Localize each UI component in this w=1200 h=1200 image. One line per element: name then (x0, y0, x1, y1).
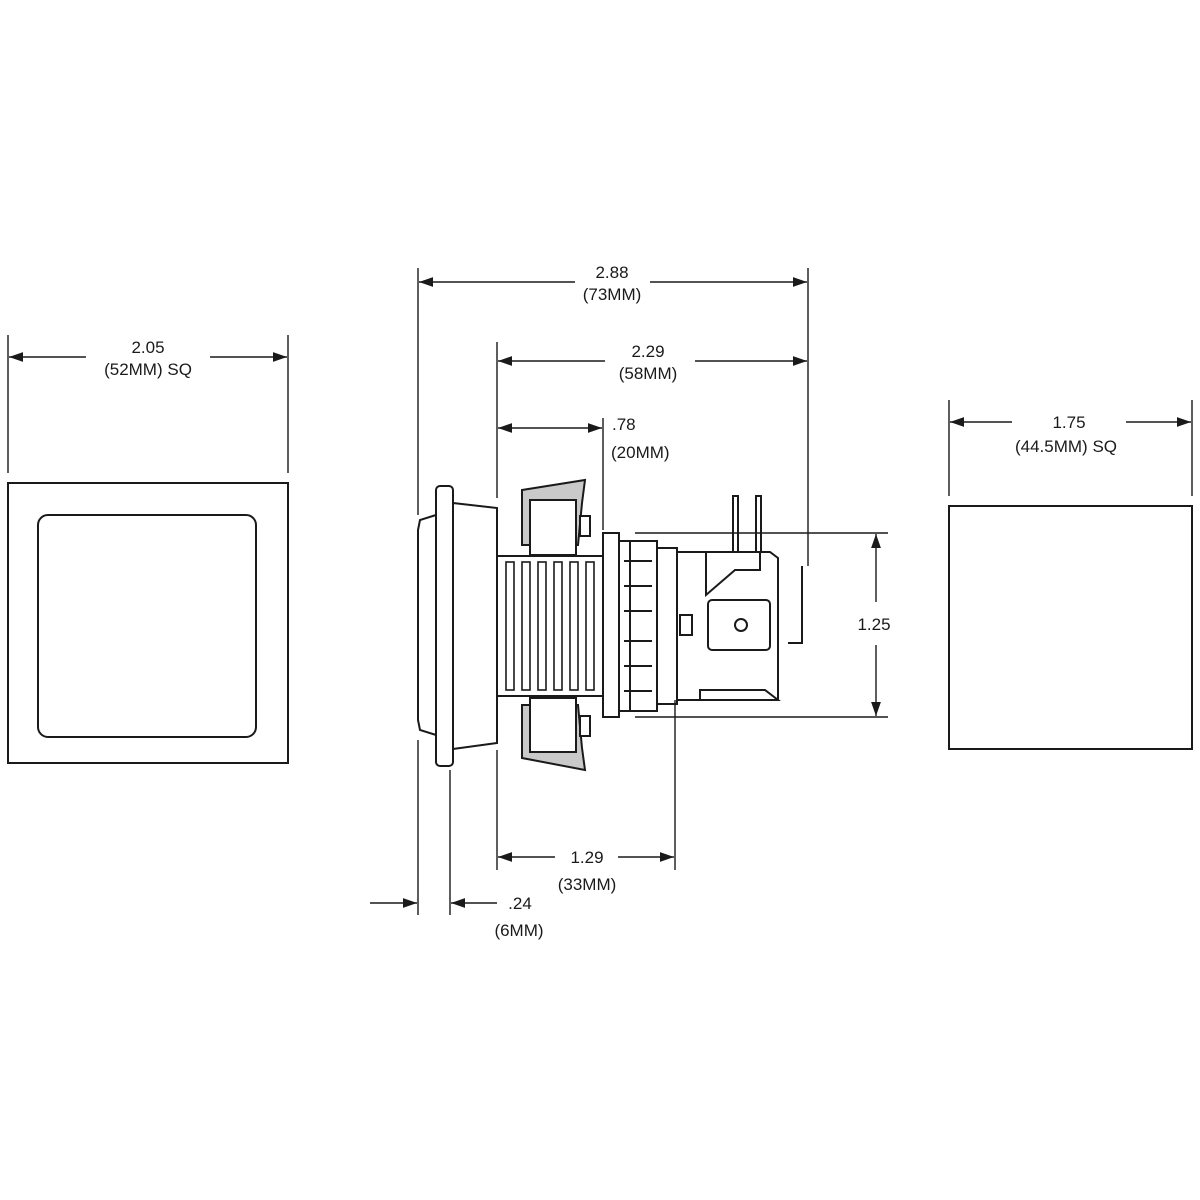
front-lens (37, 514, 257, 738)
retaining-washer (602, 532, 620, 718)
retaining-nut (618, 540, 658, 712)
bezel-flange (452, 501, 498, 751)
cap-ring (435, 485, 454, 767)
side-view (417, 478, 803, 772)
body-length-metric: (33MM) (558, 875, 617, 894)
lens-cap (417, 513, 437, 737)
switch-lever (699, 689, 781, 701)
bracket-inner-bottom (529, 697, 577, 753)
switch-height-dimension: 1.25 (635, 532, 891, 718)
terminal-pin-1 (732, 495, 739, 553)
cutout-width-value: 1.75 (1052, 413, 1085, 432)
bezel-depth-value: .78 (612, 415, 636, 434)
front-width-value: 2.05 (131, 338, 164, 357)
bracket-inner-top (529, 499, 577, 556)
bezel-depth-metric: (20MM) (611, 443, 670, 462)
behind-panel-metric: (58MM) (619, 364, 678, 383)
switch-contact (679, 614, 693, 636)
cap-depth-value: .24 (508, 894, 532, 913)
terminal-pin-3 (788, 566, 803, 644)
overall-length-dimension: 2.88 (73MM) (417, 263, 809, 566)
solder-hole (734, 618, 748, 632)
cutout-width-metric: (44.5MM) SQ (1015, 437, 1117, 456)
front-view (7, 482, 289, 764)
overall-length-metric: (73MM) (583, 285, 642, 304)
cap-depth-metric: (6MM) (494, 921, 543, 940)
cap-depth-dimension: .24 (6MM) (370, 740, 544, 940)
switch-height-value: 1.25 (857, 615, 890, 634)
bracket-tab-top (579, 515, 591, 537)
switch-housing (656, 547, 678, 705)
nut-ridges (624, 541, 652, 711)
switch-actuator (705, 551, 761, 598)
overall-length-value: 2.88 (595, 263, 628, 282)
terminal-pin-2 (755, 495, 762, 553)
body-length-dimension: 1.29 (33MM) (496, 700, 676, 894)
behind-panel-dimension: 2.29 (58MM) (496, 342, 807, 498)
cutout-view (948, 505, 1193, 750)
barrel-fins (505, 561, 595, 691)
cutout-width-dimension: 1.75 (44.5MM) SQ (948, 400, 1193, 496)
front-width-dimension: 2.05 (52MM) SQ (7, 335, 289, 473)
bezel-depth-dimension: .78 (20MM) (498, 415, 670, 530)
panel-cutout (948, 505, 1193, 750)
body-length-value: 1.29 (570, 848, 603, 867)
behind-panel-value: 2.29 (631, 342, 664, 361)
bracket-tab-bottom (579, 715, 591, 737)
front-width-metric: (52MM) SQ (104, 360, 192, 379)
